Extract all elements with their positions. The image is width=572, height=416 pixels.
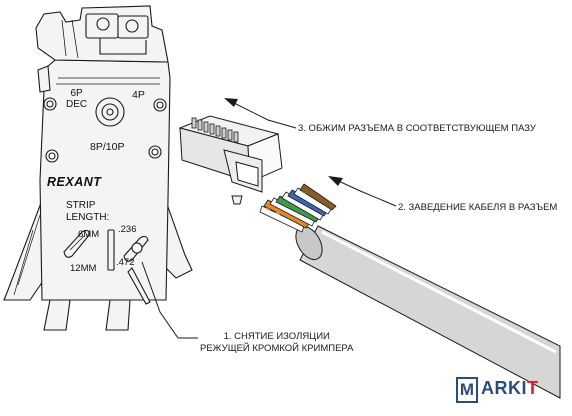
crimper-blade bbox=[107, 229, 115, 271]
rj45-connector bbox=[178, 115, 283, 205]
cable-wires bbox=[259, 183, 337, 233]
cable-jacket bbox=[299, 225, 561, 399]
callout-line-step1 bbox=[141, 261, 198, 339]
crimper-handle-right bbox=[105, 299, 131, 331]
crimper-head-slot-1 bbox=[61, 19, 79, 59]
crimper-strip-slot-6mm-inner bbox=[69, 235, 85, 251]
connector-contacts bbox=[191, 117, 239, 143]
callout-lines bbox=[141, 99, 397, 339]
callout-step1-strip-insulation: 1. СНЯТИЕ ИЗОЛЯЦИИ РЕЖУЩЕЙ КРОМКОЙ КРИМП… bbox=[200, 331, 354, 354]
crimper-die-ridge bbox=[56, 77, 160, 85]
crimper-rivet-top-left-inner bbox=[46, 100, 54, 108]
crimper-head-die bbox=[99, 38, 147, 55]
arrowhead-step3 bbox=[224, 98, 238, 107]
tool-label-472: .472 bbox=[116, 257, 135, 268]
brand-logo-rexant: REXANT bbox=[47, 175, 102, 189]
tool-label-strip-length: STRIP LENGTH: bbox=[66, 200, 110, 223]
connector-bottom-tab bbox=[231, 195, 243, 205]
callout-line-step3 bbox=[227, 99, 297, 129]
arrowhead-step2 bbox=[328, 176, 343, 186]
callout-arrowheads bbox=[224, 98, 343, 186]
crimper-rivet-mid-right-inner bbox=[151, 148, 159, 156]
watermark-text-last-letter: T bbox=[527, 378, 539, 398]
crimper-rivet-top-right-inner bbox=[156, 101, 164, 109]
crimper-head-pin-1 bbox=[96, 17, 110, 31]
callout-line-step2 bbox=[331, 177, 397, 207]
callout-step3-crimp-connector: 3. ОБЖИМ РАЗЪЕМА В СООТВЕТСТВУЮЩЕМ ПАЗУ bbox=[298, 123, 536, 134]
tool-label-6p-dec: 6P DEC bbox=[66, 88, 88, 110]
connector-latch-tab bbox=[235, 161, 259, 187]
crimper-handle-left bbox=[43, 299, 71, 331]
crimper-rivet-mid-left-inner bbox=[48, 152, 56, 160]
wire-stripes bbox=[265, 190, 317, 215]
crimper-left-wing-inner bbox=[13, 214, 41, 296]
twisted-pair-cable bbox=[259, 183, 561, 399]
wire-8 bbox=[299, 183, 337, 211]
crimper-tool bbox=[3, 5, 193, 331]
tool-label-236: .236 bbox=[118, 224, 137, 235]
watermark-boxed-letter: M bbox=[456, 377, 478, 403]
crimper-strip-slot-12mm-hole bbox=[131, 242, 143, 254]
tool-label-8p-10p: 8P/10P bbox=[90, 141, 125, 153]
tool-label-12mm: 12MM bbox=[70, 263, 97, 274]
watermark-text: ARKIT bbox=[481, 378, 539, 399]
crimper-release-lever bbox=[127, 267, 151, 305]
cable-jacket-highlight bbox=[321, 230, 557, 354]
crimper-center-gear-core bbox=[106, 108, 114, 116]
callout-step2-insert-cable: 2. ЗАВЕДЕНИЕ КАБЕЛЯ В РАЗЪЕМ bbox=[398, 202, 558, 213]
markit-watermark-logo: M ARKIT bbox=[456, 377, 560, 407]
tool-label-4p: 4P bbox=[132, 89, 145, 101]
tool-label-6mm: 6MM bbox=[78, 229, 100, 240]
crimper-head-side bbox=[37, 65, 51, 93]
crimper-head-pin-2 bbox=[125, 19, 139, 33]
crimper-strip-slot-6mm bbox=[63, 229, 91, 258]
watermark-text-main: ARKI bbox=[481, 378, 527, 398]
